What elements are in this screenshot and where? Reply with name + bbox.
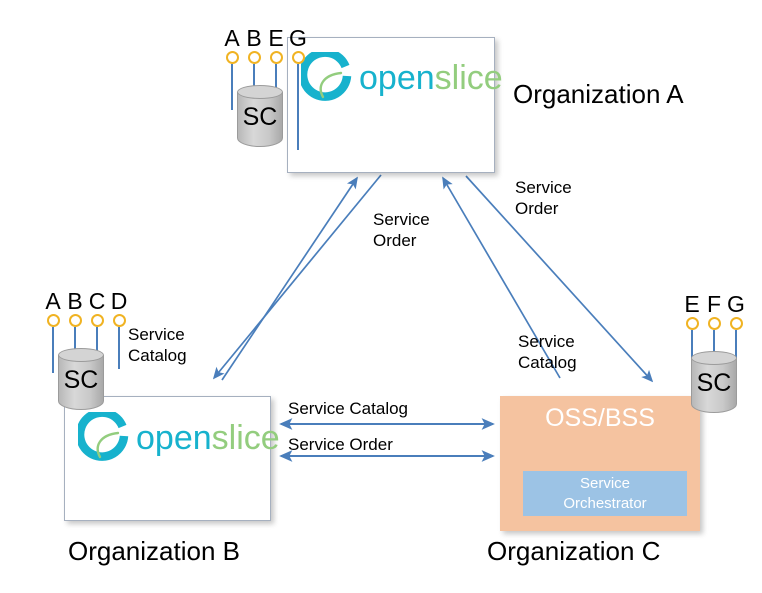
service-catalog-cylinder: SC — [58, 348, 104, 410]
organization-a-title: Organization A — [513, 79, 684, 109]
catalog-item-letter: A — [224, 25, 240, 51]
catalog-item-letter: E — [268, 25, 284, 51]
cylinder-label: SC — [63, 366, 99, 394]
catalog-item-circle-icon — [269, 51, 283, 64]
openslice-wordmark: openslice — [136, 419, 280, 458]
catalog-item-marker — [725, 317, 747, 378]
catalog-item-stem — [691, 330, 693, 378]
catalog-item-marker — [681, 317, 703, 378]
catalog-item-stem — [118, 327, 120, 369]
openslice-logo-org-b: openslice — [78, 412, 280, 464]
edge-label-line-1: Service — [515, 178, 572, 197]
catalog-item-letters-org-a: A B E G — [221, 27, 309, 50]
service-catalog-note-org-b: Service Catalog — [128, 324, 187, 366]
catalog-item-circle-icon — [685, 317, 699, 330]
catalog-item-stem — [52, 327, 54, 373]
cylinder-top-ellipse — [237, 85, 283, 99]
organization-c-title: Organization C — [487, 536, 661, 566]
catalog-item-letter: G — [289, 25, 307, 51]
catalog-item-circle-icon — [112, 314, 126, 327]
note-line-2: Catalog — [518, 353, 577, 372]
connector-c-to-a-service-order — [442, 175, 654, 383]
catalog-item-marker — [42, 314, 64, 377]
catalog-item-letter: F — [706, 291, 722, 317]
catalog-item-circle-icon — [46, 314, 60, 327]
openslice-logo-org-a: openslice — [301, 52, 503, 104]
catalog-item-letter: G — [727, 291, 745, 317]
cylinder-top-ellipse — [58, 348, 104, 362]
note-line-1: Service — [518, 332, 575, 351]
openslice-word-slice: slice — [434, 58, 503, 97]
openslice-mark-icon — [301, 52, 352, 101]
catalog-item-letter: B — [246, 25, 262, 51]
cylinder-body — [58, 355, 104, 410]
catalog-item-circle-icon — [247, 51, 261, 64]
edge-label-c-to-a-service-order: Service Order — [515, 177, 572, 219]
openslice-mark-icon — [78, 412, 129, 461]
catalog-item-letter: E — [684, 291, 700, 317]
catalog-item-marker — [108, 314, 130, 377]
catalog-item-circle-icon — [707, 317, 721, 330]
openslice-word-open: open — [359, 58, 435, 97]
organization-a-box — [287, 37, 495, 173]
catalog-item-markers-org-c — [681, 317, 747, 378]
edge-label-line-2: Order — [373, 231, 417, 250]
cylinder-label: SC — [242, 103, 278, 131]
catalog-item-letters-org-c: E F G — [681, 293, 747, 316]
edge-label-b-c-service-order: Service Order — [288, 435, 393, 454]
openslice-word-open: open — [136, 418, 212, 457]
service-orchestrator-line-1: Service — [579, 474, 631, 492]
note-line-2: Catalog — [128, 346, 187, 365]
organization-b-title: Organization B — [68, 536, 240, 566]
cylinder-body — [237, 92, 283, 147]
catalog-item-stem — [231, 64, 233, 110]
edge-label-b-c-service-catalog: Service Catalog — [288, 399, 409, 418]
catalog-item-circle-icon — [729, 317, 743, 330]
catalog-item-letter: C — [88, 288, 106, 314]
catalog-item-circle-icon — [225, 51, 239, 64]
openslice-word-slice: slice — [211, 418, 280, 457]
catalog-item-circle-icon — [291, 51, 305, 64]
edge-label-b-to-a-service-order: Service Order — [373, 209, 430, 251]
oss-bss-label: OSS/BSS — [545, 404, 655, 432]
catalog-item-stem — [297, 64, 299, 150]
cylinder-label: SC — [696, 369, 732, 397]
catalog-item-circle-icon — [90, 314, 104, 327]
catalog-item-letters-org-b: A B C D — [42, 290, 130, 313]
catalog-item-stem — [735, 330, 737, 378]
edge-label-line-2: Order — [515, 199, 559, 218]
catalog-item-marker — [287, 51, 309, 150]
catalog-item-marker — [221, 51, 243, 150]
openslice-wordmark: openslice — [359, 59, 503, 98]
service-orchestrator-box: Service Orchestrator — [523, 471, 687, 516]
service-catalog-cylinder: SC — [691, 351, 737, 413]
edge-label-line-1: Service — [373, 210, 430, 229]
service-catalog-note-org-c: Service Catalog — [518, 331, 577, 373]
service-orchestrator-line-2: Orchestrator — [563, 494, 647, 512]
note-line-1: Service — [128, 325, 185, 344]
catalog-item-circle-icon — [68, 314, 82, 327]
connector-b-to-a-service-order — [212, 174, 382, 381]
catalog-item-letter: B — [67, 288, 83, 314]
catalog-item-letter: A — [45, 288, 61, 314]
catalog-item-letter: D — [110, 288, 128, 314]
cylinder-top-ellipse — [691, 351, 737, 365]
service-catalog-cylinder: SC — [237, 85, 283, 147]
